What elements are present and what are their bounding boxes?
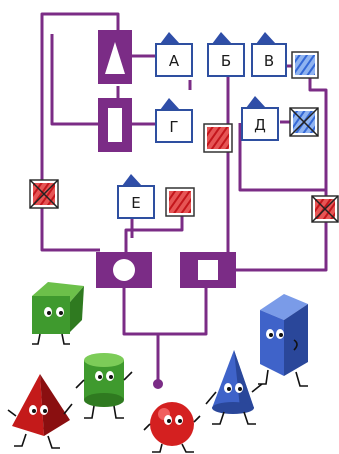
- box-d: Д: [242, 96, 278, 140]
- red-pyramid-character: [8, 374, 72, 448]
- box-g: Г: [156, 98, 192, 142]
- wire-b-down: [208, 70, 228, 258]
- green-cube-character: [32, 282, 84, 344]
- box-a-label: А: [169, 52, 180, 70]
- wire-left-block-down: [124, 286, 158, 334]
- wire-junction-dot: [153, 379, 163, 389]
- block-square: [180, 252, 236, 288]
- wire-right-block-down: [158, 286, 206, 334]
- marker-after-d: [290, 108, 318, 136]
- box-b-label: Б: [221, 52, 231, 70]
- block-circle: [96, 252, 152, 288]
- wire-right-vertical: [236, 70, 326, 270]
- green-cylinder-character: [76, 353, 132, 418]
- box-v-label: В: [264, 52, 274, 70]
- block-rectangle: [98, 98, 132, 152]
- blue-cone-character: [206, 350, 262, 424]
- box-v: В: [252, 32, 286, 76]
- box-e-label: Е: [131, 194, 140, 212]
- marker-after-e: [166, 188, 194, 216]
- block-triangle: [98, 30, 132, 84]
- red-ball-character: [144, 402, 200, 452]
- box-g-label: Г: [169, 118, 178, 136]
- box-a: А: [156, 32, 192, 76]
- wire-mid-loop: [52, 34, 104, 124]
- box-b: Б: [208, 32, 244, 76]
- blue-prism-character: [258, 294, 308, 386]
- marker-under-b: [204, 124, 232, 152]
- box-d-label: Д: [254, 116, 266, 134]
- marker-after-v: [292, 52, 318, 78]
- box-e: Е: [118, 174, 154, 218]
- marker-left-wire: [30, 180, 58, 208]
- marker-right-wire: [312, 196, 338, 222]
